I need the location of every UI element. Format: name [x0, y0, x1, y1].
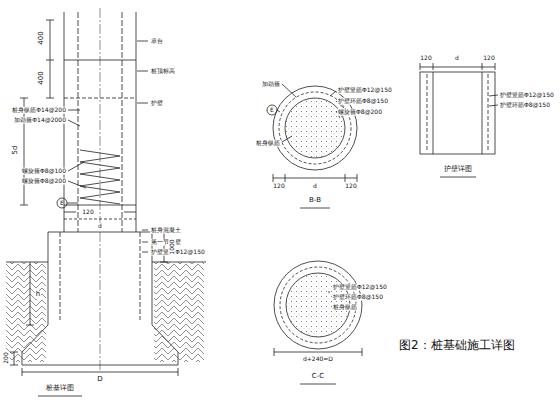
drawing-annotation: d+240=D	[302, 356, 334, 363]
drawing-annotation: 200	[3, 351, 10, 364]
drawing-annotation: 400	[38, 70, 46, 85]
drawing-annotation: 螺旋箍Φ8@200	[337, 109, 383, 116]
drawing-annotation: 桩基详图	[45, 385, 75, 393]
drawing-annotation: 120	[344, 183, 357, 190]
drawing-annotation: 120	[81, 209, 94, 216]
drawing-annotation: h	[35, 291, 41, 299]
drawing-annotation: 护壁竖筋Φ12@150	[150, 249, 206, 256]
drawing-annotation: 5d	[12, 145, 20, 156]
drawing-annotation: 螺旋箍Φ8@100	[21, 168, 67, 175]
drawing-annotation: 120	[419, 55, 432, 62]
drawing-annotation: 承台	[150, 38, 164, 45]
callout-letter: E	[59, 200, 65, 207]
drawing-annotation: 第一节护壁	[150, 239, 182, 246]
drawing-annotation: B-B	[308, 197, 322, 205]
drawing-annotation: 桩身混凝土	[150, 227, 182, 234]
drawing-annotation: 桩身纵筋	[332, 304, 358, 311]
drawing-annotation: C-C	[311, 373, 325, 381]
drawing-annotation: 护壁竖筋Φ12@150	[499, 92, 555, 99]
drawing-annotation: 加劲箍	[261, 81, 281, 88]
drawing-annotation: 桩身纵筋	[255, 140, 281, 147]
drawing-annotation: 护壁	[150, 100, 164, 107]
drawing-annotation: 护壁竖筋Φ12@150	[337, 87, 393, 94]
drawing-annotation: d	[97, 223, 103, 230]
figure-title: 图2：桩基础施工详图	[398, 339, 516, 352]
drawing-annotation: D	[96, 376, 103, 384]
drawing-annotation: 桩顶标高	[150, 68, 176, 75]
drawing-annotation: 120	[482, 55, 495, 62]
drawing-annotation: 400	[38, 30, 46, 45]
drawing-annotation: 加劲箍Φ14@2000	[13, 117, 67, 124]
drawing-annotation: d	[454, 55, 460, 62]
drawing-annotation: 护壁竖筋Φ12@150	[332, 284, 388, 291]
drawing-annotation: d	[312, 183, 318, 190]
drawing-annotation: 桩身纵筋Φ14@200	[11, 107, 67, 114]
drawing-annotation: 护壁环筋Φ8@150	[332, 294, 384, 301]
callout-letter: E	[269, 107, 275, 114]
drawing-annotation: 螺旋箍Φ8@200	[21, 178, 67, 185]
drawing-annotation: 护壁详图	[443, 166, 473, 174]
drawing-annotation: 1000	[169, 238, 176, 255]
drawing-annotation: 120	[272, 183, 285, 190]
drawing-annotation: 护壁环筋Φ8@150	[337, 98, 389, 105]
drawing-annotation: 护壁环筋Φ8@150	[499, 102, 551, 109]
